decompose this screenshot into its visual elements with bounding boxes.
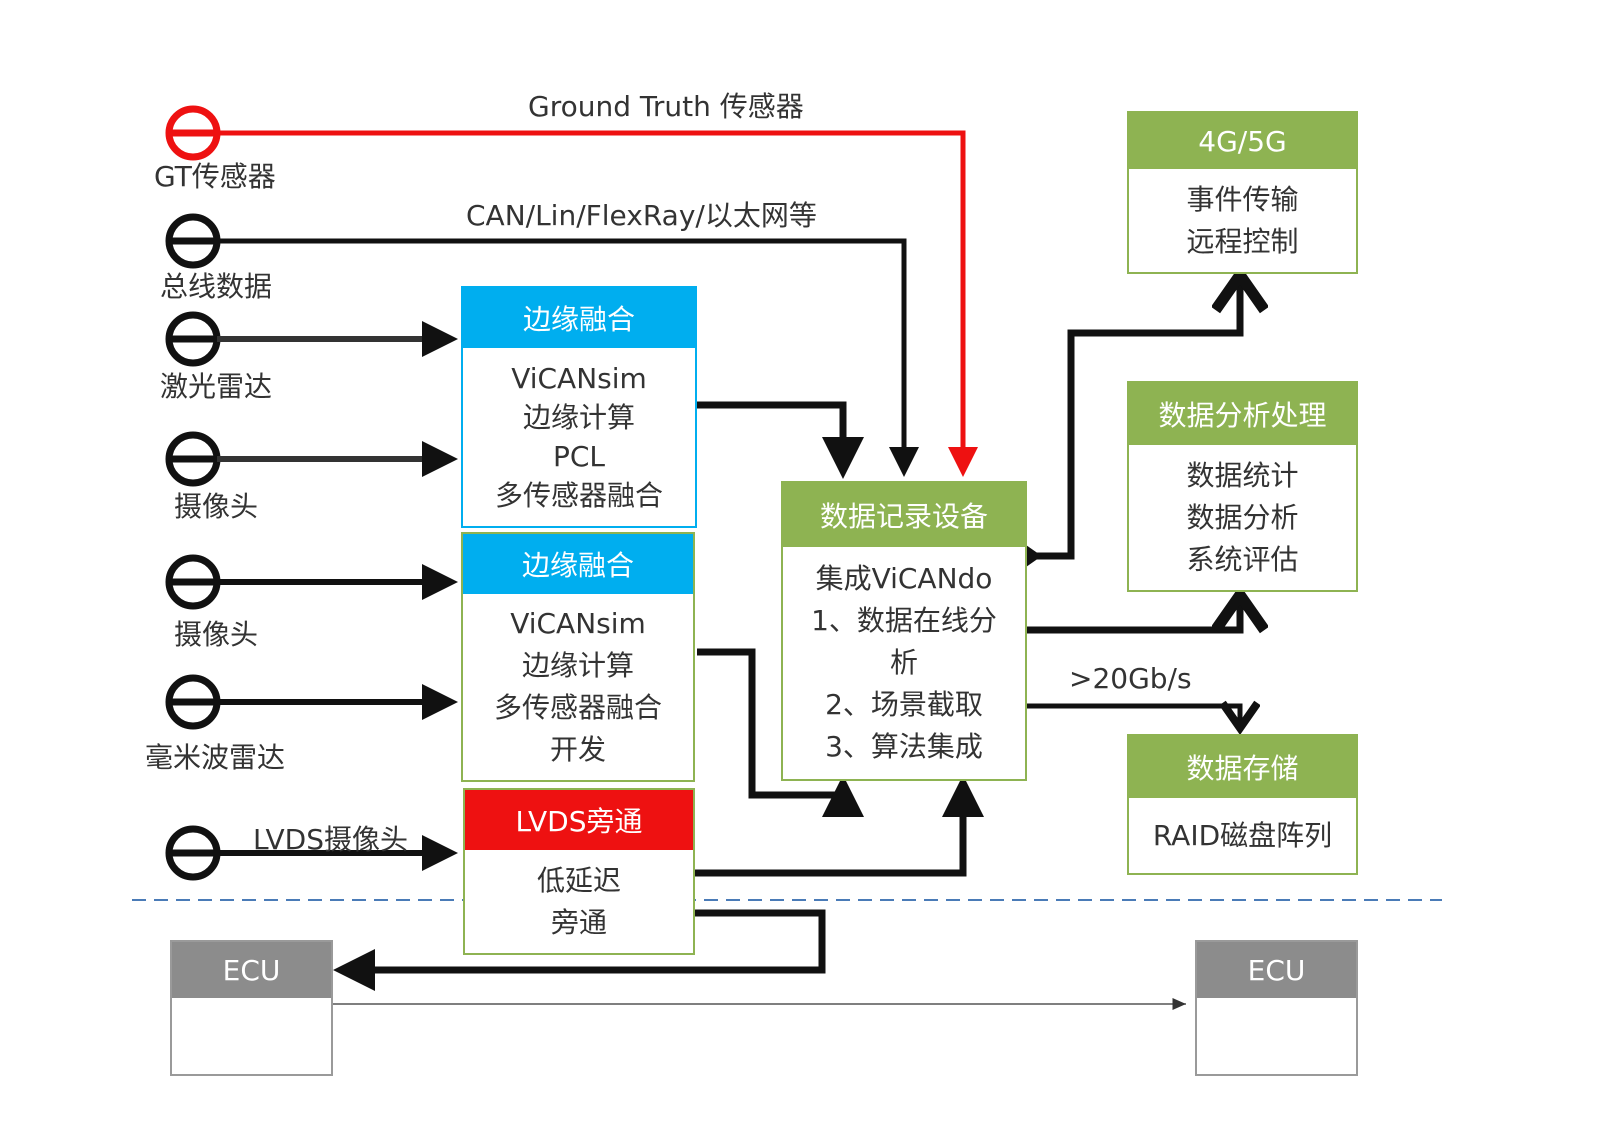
bus-protocol-label: CAN/Lin/FlexRay/以太网等 (466, 199, 817, 232)
data-analysis-line: 数据分析 (1186, 500, 1299, 534)
lvds-bypass-line: 旁通 (550, 905, 607, 939)
lvds-camera-icon (165, 825, 221, 881)
sensor-label-camera-1: 摄像头 (174, 490, 259, 523)
bandwidth-label: >20Gb/s (1069, 662, 1192, 695)
gt-sensor-icon (165, 105, 221, 161)
ecu-box-right: ECU (1195, 940, 1358, 1076)
edge-fusion-line: 多传感器融合 (493, 691, 662, 724)
connectivity-header: 4G/5G (1129, 113, 1356, 169)
data-recorder-line: 2、场景截取 (825, 688, 983, 721)
data-storage-body: RAID磁盘阵列 (1129, 798, 1356, 873)
data-recorder-line: 析 (889, 646, 918, 679)
sensor-label-radar: 毫米波雷达 (145, 741, 286, 774)
ground-truth-label: Ground Truth 传感器 (528, 90, 804, 123)
edge-fusion-body: ViCANsim 边缘计算 多传感器融合 开发 (463, 594, 693, 780)
edge-fusion-line: PCL (552, 440, 606, 473)
connectivity-box: 4G/5G 事件传输 远程控制 (1127, 111, 1358, 274)
data-analysis-body: 数据统计 数据分析 系统评估 (1129, 445, 1356, 590)
lvds-bypass-header: LVDS旁通 (465, 790, 693, 850)
data-storage-box: 数据存储 RAID磁盘阵列 (1127, 734, 1358, 875)
data-analysis-box: 数据分析处理 数据统计 数据分析 系统评估 (1127, 381, 1358, 592)
edge-fusion-header: 边缘融合 (463, 288, 695, 348)
ecu-header: ECU (172, 942, 331, 998)
edge-fusion-box-1: 边缘融合 ViCANsim 边缘计算 PCL 多传感器融合 (461, 286, 697, 528)
data-analysis-line: 系统评估 (1186, 542, 1299, 576)
data-recorder-box: 数据记录设备 集成ViCANdo 1、数据在线分 析 2、场景截取 3、算法集成 (781, 481, 1027, 781)
edge-fusion-body: ViCANsim 边缘计算 PCL 多传感器融合 (463, 348, 695, 526)
edge-fusion-line: 开发 (549, 733, 606, 766)
connectivity-body: 事件传输 远程控制 (1129, 169, 1356, 272)
recorder-to-storage-arrow (1025, 706, 1240, 728)
lvds-bypass-box: LVDS旁通 低延迟 旁通 (463, 788, 695, 955)
edge-fusion-box-2: 边缘融合 ViCANsim 边缘计算 多传感器融合 开发 (461, 532, 695, 782)
ecu-box-left: ECU (170, 940, 333, 1076)
edge-fusion-line: 多传感器融合 (494, 479, 663, 513)
ground-truth-line (217, 130, 978, 477)
data-recorder-line: 集成ViCANdo (815, 562, 993, 595)
recorder-to-analysis-arrow (1025, 595, 1240, 634)
lvds-bypass-line: 低延迟 (536, 863, 621, 897)
data-recorder-line: 3、算法集成 (825, 730, 983, 763)
sensor-label-lidar: 激光雷达 (160, 370, 273, 403)
mmwave-radar-icon (165, 674, 221, 730)
sensor-label-gt: GT传感器 (154, 160, 276, 193)
bus-line (217, 238, 919, 477)
lvds-camera-label: LVDS摄像头 (253, 823, 409, 856)
edge-fusion-line: 边缘计算 (522, 400, 635, 434)
data-analysis-header: 数据分析处理 (1129, 383, 1356, 445)
bypass-to-ecu-arrow (333, 909, 826, 991)
edge-fusion-line: ViCANsim (510, 607, 646, 640)
ecu-header: ECU (1197, 942, 1356, 998)
data-storage-line: RAID磁盘阵列 (1152, 818, 1333, 852)
fusion2-to-recorder-arrow (697, 648, 864, 817)
connectivity-line: 远程控制 (1186, 224, 1299, 258)
recorder-connectivity-link (1032, 275, 1240, 556)
camera-icon (165, 554, 221, 610)
data-recorder-body: 集成ViCANdo 1、数据在线分 析 2、场景截取 3、算法集成 (783, 547, 1025, 779)
lvds-bypass-body: 低延迟 旁通 (465, 850, 693, 953)
lidar-icon (165, 311, 221, 367)
data-recorder-line: 1、数据在线分 (811, 604, 997, 637)
connectivity-line: 事件传输 (1186, 182, 1299, 216)
camera-icon (165, 431, 221, 487)
sensor-label-camera-2: 摄像头 (174, 618, 259, 651)
data-analysis-line: 数据统计 (1186, 458, 1299, 492)
bypass-to-recorder-arrow (695, 775, 984, 877)
data-storage-header: 数据存储 (1129, 736, 1356, 798)
bus-data-icon (165, 213, 221, 269)
edge-fusion-line: 边缘计算 (521, 649, 634, 682)
sensor-label-bus: 总线数据 (160, 270, 273, 303)
edge-fusion-line: ViCANsim (511, 361, 647, 395)
data-recorder-header: 数据记录设备 (783, 483, 1025, 547)
edge-fusion-header: 边缘融合 (463, 534, 693, 594)
fusion1-to-recorder-arrow (697, 401, 864, 479)
